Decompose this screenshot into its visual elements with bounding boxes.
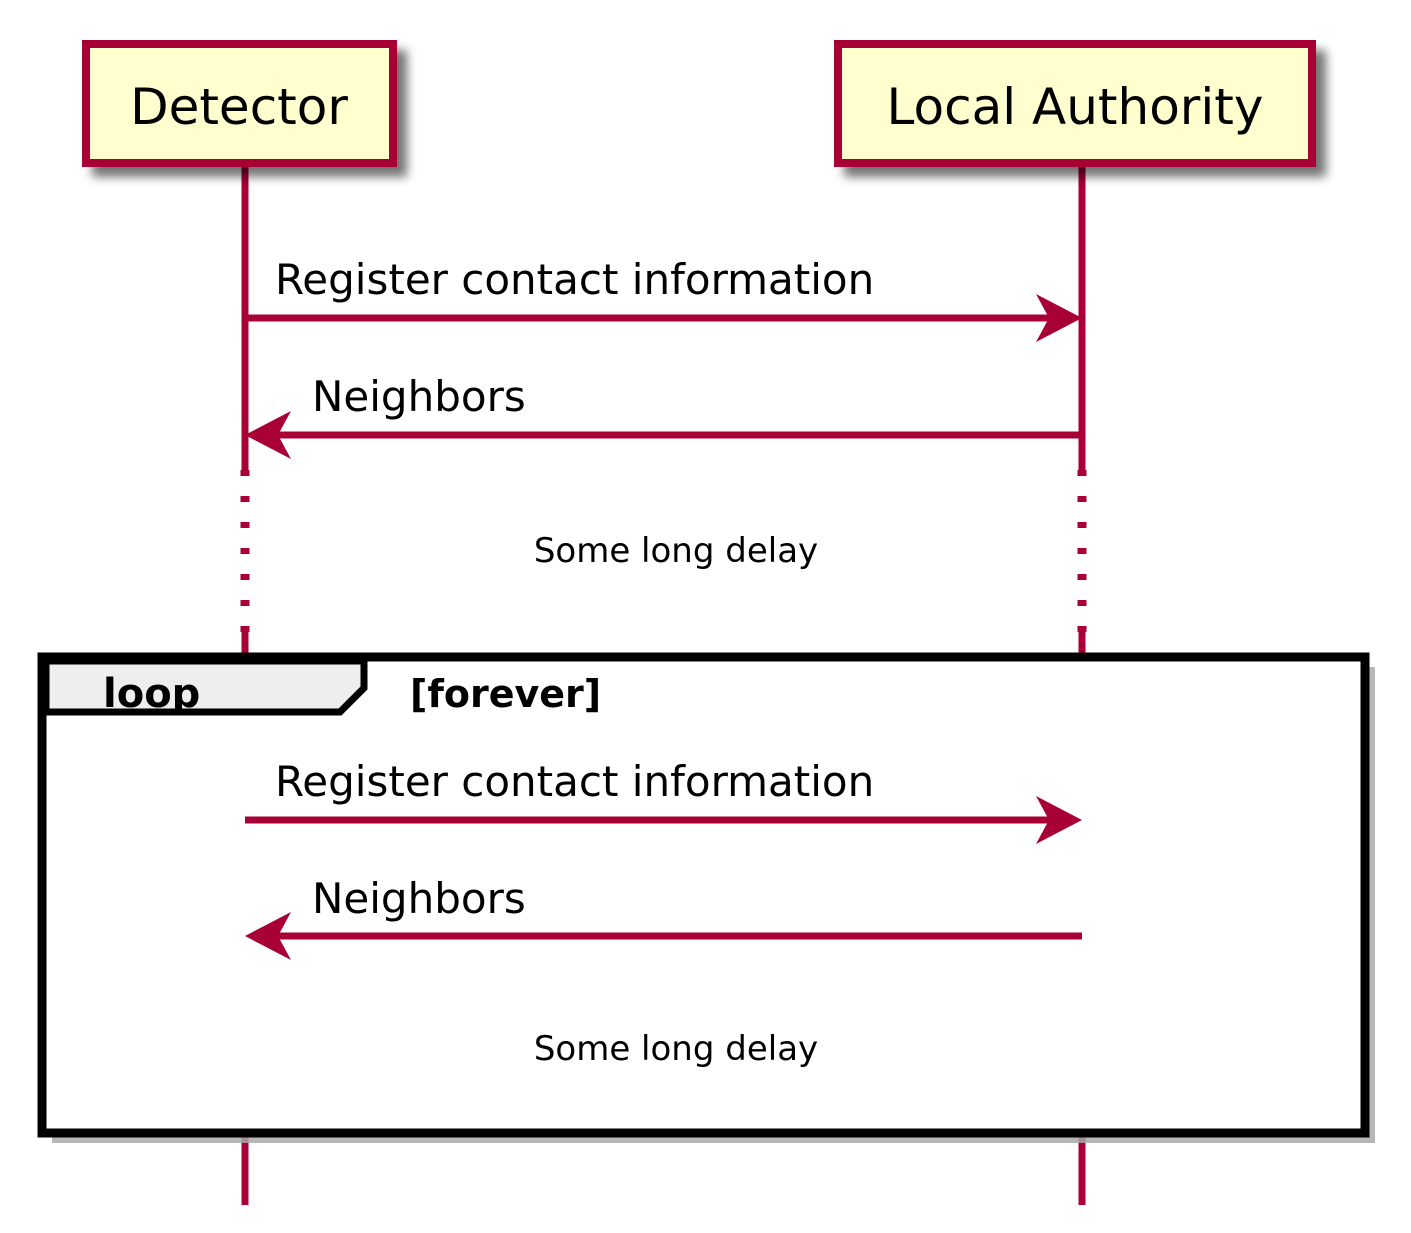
participant-local-authority-box	[834, 40, 1316, 167]
delay-1-label: Some long delay	[534, 531, 818, 571]
participant-local-authority[interactable]: Local Authority	[834, 40, 1316, 167]
delay-2-label: Some long delay	[534, 1029, 818, 1069]
group-loop-header-tab	[42, 657, 368, 716]
message-3-label: Register contact information	[275, 757, 874, 806]
group-loop-kind-label: loop	[103, 671, 200, 717]
message-4-neighbors[interactable]: Neighbors	[245, 874, 1082, 960]
delay-1: Some long delay	[534, 531, 818, 571]
message-3-register-contact-information[interactable]: Register contact information	[245, 757, 1082, 844]
message-2-label: Neighbors	[312, 372, 526, 421]
group-loop[interactable]: loop [forever]	[37, 652, 1375, 1143]
message-1-register-contact-information[interactable]: Register contact information	[245, 255, 1082, 342]
participant-detector[interactable]: Detector	[82, 40, 397, 167]
message-4-label: Neighbors	[312, 874, 526, 923]
message-2-neighbors[interactable]: Neighbors	[245, 372, 1082, 459]
message-1-label: Register contact information	[275, 255, 874, 304]
participant-detector-label: Detector	[130, 78, 348, 136]
group-loop-condition-label: [forever]	[410, 672, 601, 716]
participant-local-authority-label: Local Authority	[887, 78, 1264, 136]
participant-detector-box	[82, 40, 397, 167]
delay-2: Some long delay	[534, 1029, 818, 1069]
group-loop-frame	[37, 652, 1370, 1138]
